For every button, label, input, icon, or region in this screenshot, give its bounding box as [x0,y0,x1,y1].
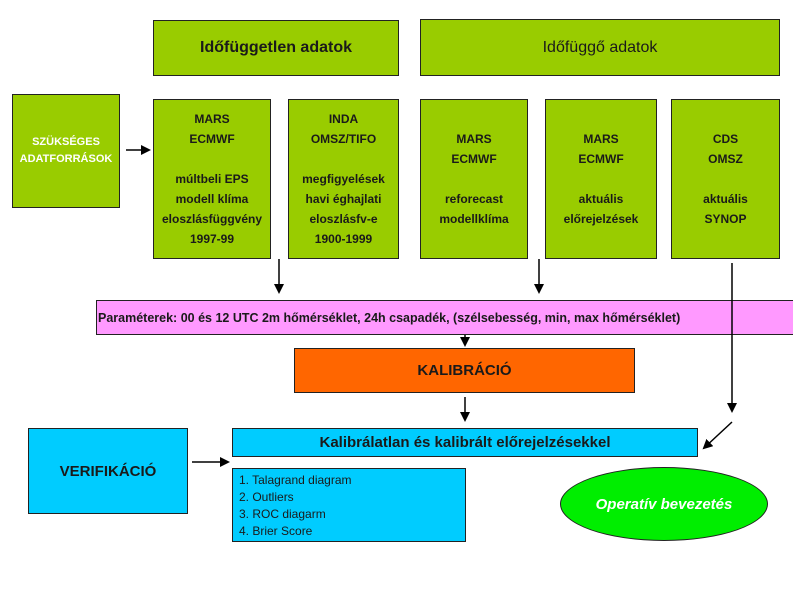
source-line: CDS [712,132,739,146]
source-box-cds: CDS OMSZ aktuális SYNOP [671,99,780,259]
source-line: eloszlásfüggvény [161,212,263,226]
source-line: 1900-1999 [314,232,373,246]
source-line: SYNOP [704,212,747,226]
required-sources-line-1: SZÜKSÉGES [32,136,100,148]
source-box-mars-eps: MARS ECMWF múltbeli EPS modell klíma elo… [153,99,271,259]
source-line: MARS [456,132,492,146]
verification-text: VERIFIKÁCIÓ [59,462,157,480]
list-item: 3. ROC diagarm [239,507,326,521]
calibration-box: KALIBRÁCIÓ [294,348,635,393]
source-line: aktuális [703,192,748,206]
parameters-bar: Paraméterek: 00 és 12 UTC 2m hőmérséklet… [96,300,793,335]
source-line: ECMWF [578,152,624,166]
source-line: INDA [328,112,359,126]
source-line: 1997-99 [189,232,235,246]
calibration-text: KALIBRÁCIÓ [417,362,512,379]
source-line: ECMWF [189,132,235,146]
source-line: havi éghajlati [305,192,382,206]
source-line: megfigyelések [302,172,385,186]
source-line: modell klíma [175,192,249,206]
source-box-inda: INDA OMSZ/TIFO megfigyelések havi éghajl… [288,99,399,259]
list-item: 2. Outliers [239,490,294,504]
source-line: előrejelzések [563,212,639,226]
list-item: 4. Brier Score [239,524,313,538]
time-independent-header-text: Időfüggetlen adatok [200,39,352,56]
arrow-to-forecasts-diagonal [702,421,733,450]
operational-text: Operatív bevezetés [595,495,733,513]
source-line: MARS [194,112,230,126]
source-line: reforecast [444,192,504,206]
required-sources-box: SZÜKSÉGES ADATFORRÁSOK [12,94,120,208]
source-line: múltbeli EPS [175,172,249,186]
time-dependent-header: Időfüggő adatok [420,19,780,76]
source-line: MARS [583,132,619,146]
forecasts-box: Kalibrálatlan és kalibrált előrejelzések… [232,428,698,457]
source-box-mars-reforecast: MARS ECMWF reforecast modellklíma [420,99,528,259]
required-sources-line-2: ADATFORRÁSOK [19,153,113,165]
source-line: OMSZ/TIFO [310,132,377,146]
source-line: aktuális [578,192,624,206]
source-line: ECMWF [451,152,497,166]
parameters-text: Paraméterek: 00 és 12 UTC 2m hőmérséklet… [98,310,681,325]
time-dependent-header-text: Időfüggő adatok [542,38,658,56]
verification-box: VERIFIKÁCIÓ [28,428,188,514]
source-box-mars-current: MARS ECMWF aktuális előrejelzések [545,99,657,259]
source-line: modellklíma [439,212,509,226]
verification-methods-list: 1. Talagrand diagram 2. Outliers 3. ROC … [232,468,466,542]
source-line: OMSZ [708,152,743,166]
forecasts-text: Kalibrálatlan és kalibrált előrejelzések… [319,434,611,451]
time-independent-header: Időfüggetlen adatok [153,20,399,76]
list-item: 1. Talagrand diagram [239,473,352,487]
operational-ellipse: Operatív bevezetés [560,467,768,541]
source-line: eloszlásfv-e [309,212,378,226]
